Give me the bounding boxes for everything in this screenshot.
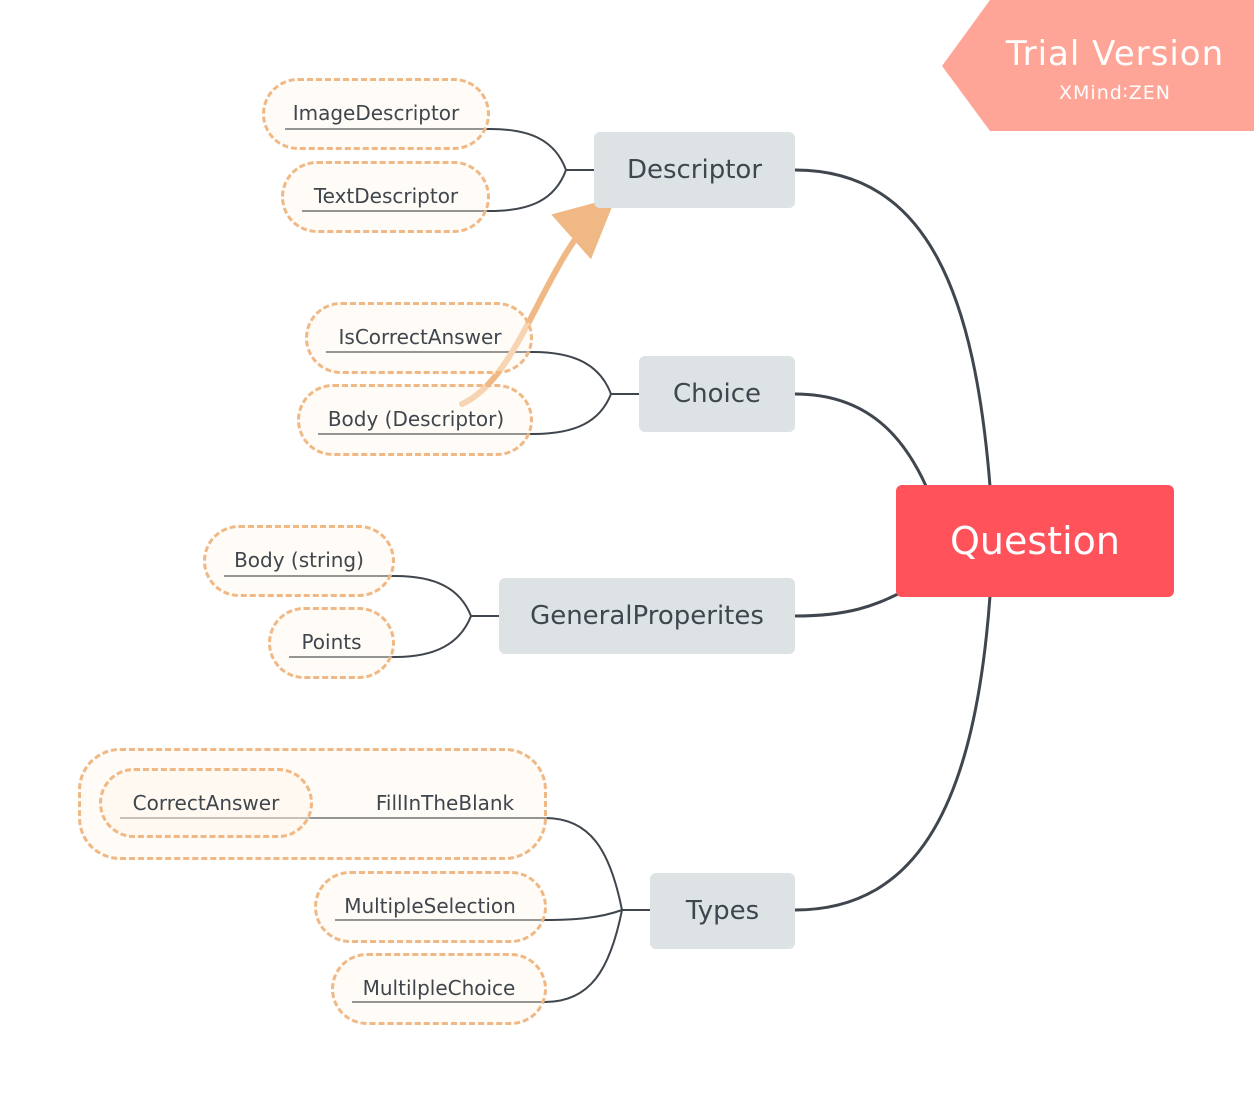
topic-generalproperites[interactable]: GeneralProperites — [499, 578, 795, 654]
connector-multipleselection — [335, 909, 623, 921]
leaf-multilplechoice[interactable]: MultilpleChoice — [362, 976, 516, 1000]
boundary-body-string — [203, 525, 395, 597]
leaf-correctanswer[interactable]: CorrectAnswer — [132, 791, 280, 815]
boundary-textdescriptor — [281, 161, 490, 233]
topic-descriptor[interactable]: Descriptor — [594, 132, 795, 208]
topic-choice[interactable]: Choice — [639, 356, 795, 432]
topic-types[interactable]: Types — [650, 873, 795, 949]
boundary-iscorrectanswer — [305, 302, 533, 374]
connector-iscorrectanswer — [326, 351, 612, 395]
connector-body-descriptor — [318, 393, 612, 435]
leaf-body-descriptor[interactable]: Body (Descriptor) — [327, 407, 505, 431]
boundary-multilplechoice — [331, 953, 547, 1025]
leaf-multipleselection[interactable]: MultipleSelection — [344, 894, 516, 918]
boundary-points — [268, 607, 395, 679]
relationship-arrow[interactable] — [459, 197, 616, 407]
leaf-fillintheblank[interactable]: FillInTheBlank — [375, 791, 515, 815]
connector-question-choice — [794, 392, 928, 487]
boundary-multipleselection — [314, 871, 547, 943]
trial-version-subtitle: XMind∶ZEN — [1059, 82, 1171, 104]
leaf-points[interactable]: Points — [301, 630, 362, 654]
leaf-imagedescriptor[interactable]: ImageDescriptor — [292, 101, 460, 125]
connector-textdescriptor — [302, 169, 567, 212]
leaf-iscorrectanswer[interactable]: IsCorrectAnswer — [338, 325, 502, 349]
boundary-correctanswer — [99, 768, 313, 838]
leaf-body-string[interactable]: Body (string) — [234, 548, 364, 572]
connector-question-general — [794, 592, 899, 618]
boundary-body-descriptor — [297, 384, 533, 456]
trial-version-badge[interactable] — [942, 0, 1254, 131]
leaf-textdescriptor[interactable]: TextDescriptor — [313, 184, 459, 208]
connector-question-descriptor — [794, 168, 992, 487]
connector-question-types — [794, 595, 992, 912]
trial-version-title: Trial Version — [1005, 34, 1225, 74]
connector-points — [289, 615, 472, 658]
connector-imagedescriptor — [285, 128, 567, 171]
central-topic-question[interactable]: Question — [896, 485, 1174, 597]
boundary-imagedescriptor — [262, 78, 490, 150]
connector-body-string — [224, 575, 472, 617]
connector-multilplechoice — [352, 909, 623, 1003]
connector-fillintheblank — [305, 817, 623, 911]
